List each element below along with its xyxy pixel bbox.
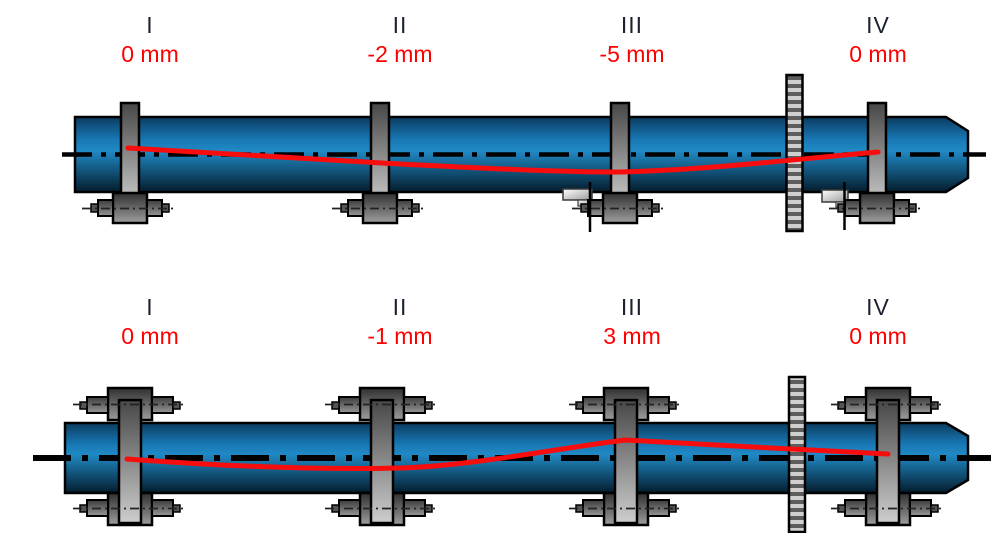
diagram-top	[62, 73, 986, 233]
gear-disc-bottom	[787, 375, 807, 533]
deflection-line-top	[125, 145, 881, 175]
deflection-line-bottom	[124, 437, 891, 472]
diagram-bottom	[33, 375, 991, 533]
shaft-top	[73, 115, 970, 194]
gear-disc-top	[785, 73, 804, 233]
